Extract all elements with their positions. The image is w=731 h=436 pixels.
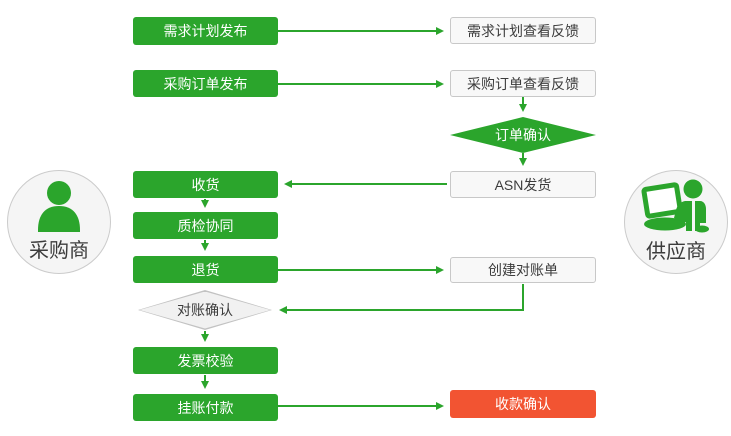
actor-supplier: 供应商 (624, 170, 728, 274)
node-return-goods: 退货 (133, 256, 278, 283)
node-payment: 挂账付款 (133, 394, 278, 421)
node-demand-plan-publish: 需求计划发布 (133, 17, 278, 45)
person-icon (38, 181, 80, 232)
node-payment-confirm: 收款确认 (450, 390, 596, 418)
node-po-feedback: 采购订单查看反馈 (450, 70, 596, 97)
node-receive: 收货 (133, 171, 278, 198)
node-order-confirm: 订单确认 (450, 117, 596, 153)
person-laptop-icon (641, 179, 709, 233)
node-invoice-verify: 发票校验 (133, 347, 278, 374)
node-statement-confirm: 对账确认 (138, 290, 272, 330)
node-po-publish: 采购订单发布 (133, 70, 278, 97)
diamond-label: 订单确认 (495, 127, 551, 143)
node-asn-ship: ASN发货 (450, 171, 596, 198)
actor-buyer: 采购商 (7, 170, 111, 274)
node-quality-check: 质检协同 (133, 212, 278, 239)
actor-buyer-label: 采购商 (29, 240, 89, 262)
diamond-label: 对账确认 (177, 302, 233, 318)
actor-supplier-label: 供应商 (646, 241, 706, 263)
connector-statement-to-confirm (279, 284, 524, 314)
node-create-statement: 创建对账单 (450, 257, 596, 283)
node-demand-plan-feedback: 需求计划查看反馈 (450, 17, 596, 44)
